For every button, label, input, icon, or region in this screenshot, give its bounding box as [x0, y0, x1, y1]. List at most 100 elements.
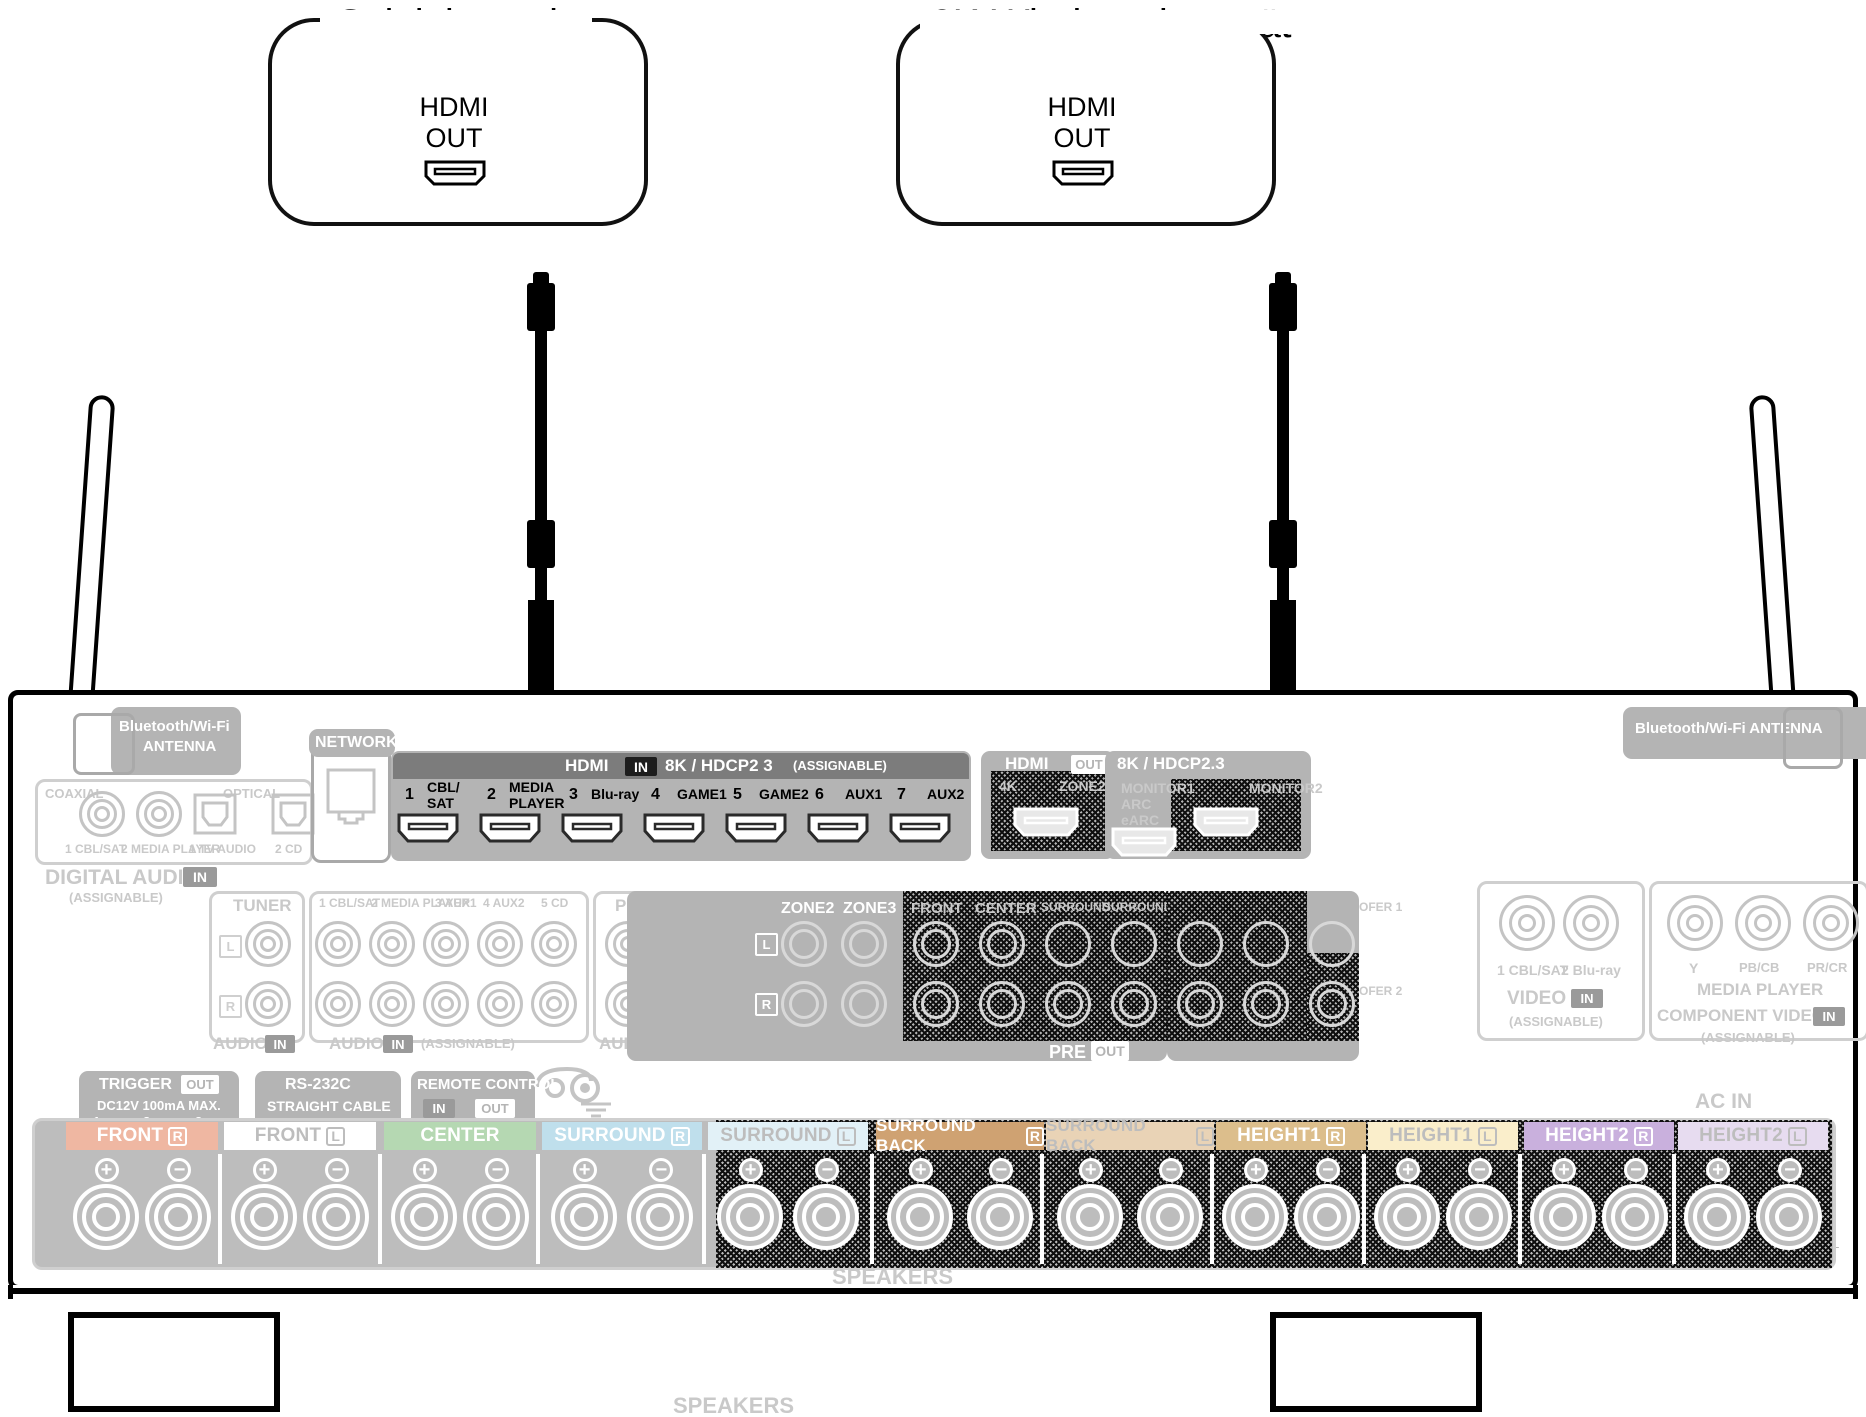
- speaker-binding-post-ring: [1231, 1193, 1279, 1241]
- antenna-right-jack: [1783, 707, 1843, 769]
- comp-video-jack-y-core: [1686, 914, 1704, 932]
- audio-in-assignable: (ASSIGNABLE): [421, 1036, 515, 1051]
- source-1-hdmi-label: HDMI: [419, 92, 489, 122]
- antenna-right-label: Bluetooth/Wi-Fi ANTENNA: [1635, 720, 1823, 737]
- speaker-binding-post-ring: [976, 1193, 1025, 1241]
- audio-in-jack-3r[interactable]: [423, 981, 469, 1027]
- speaker-binding-post-ring: [802, 1193, 851, 1241]
- speaker-binding-post-core: [812, 1203, 841, 1231]
- pre-out-sub1[interactable]: [1309, 921, 1355, 967]
- hdmi-socket-monitor2[interactable]: [1193, 807, 1259, 837]
- hdmi-port-name-5: AUX1: [845, 786, 883, 802]
- zone2-jack-r[interactable]: [781, 981, 827, 1027]
- zone2-label: ZONE2: [781, 900, 835, 917]
- pre-out-sb-r-ring: [1119, 989, 1149, 1019]
- antenna-left-label-2: ANTENNA: [143, 738, 217, 755]
- hdmi-port-num-5: 6: [815, 786, 824, 803]
- audio-in-jack-5r[interactable]: [531, 981, 577, 1027]
- audio-in-jack-3l[interactable]: [423, 921, 469, 967]
- pre-out-sb-l[interactable]: [1111, 921, 1157, 967]
- hdmi-socket-3[interactable]: [561, 813, 623, 843]
- signal-gnd-terminal[interactable]: [533, 1061, 603, 1105]
- audio-in-jack-1l[interactable]: [315, 921, 361, 967]
- tuner-jack-r[interactable]: [245, 981, 291, 1027]
- audio-in-title: AUDIO: [329, 1034, 384, 1053]
- coax-jack-2[interactable]: [136, 791, 182, 837]
- cable-1-plug-top-tip: [533, 272, 549, 288]
- hdmi-socket-4[interactable]: [643, 813, 705, 843]
- speaker-binding-post-core: [569, 1203, 598, 1231]
- audio-in-jack-5l[interactable]: [531, 921, 577, 967]
- pre-out-surround-l[interactable]: [1045, 921, 1091, 967]
- audio-in-ch-4: 5 CD: [541, 896, 569, 910]
- pre-out-sub2[interactable]: [1309, 981, 1355, 1027]
- hdmi-socket-monitor1[interactable]: [1111, 827, 1177, 857]
- audio-in-jack-2r[interactable]: [369, 981, 415, 1027]
- digital-jack-label-1: 2 MEDIA PLAYER: [121, 842, 221, 856]
- speaker-binding-post-ring: [239, 1193, 288, 1241]
- comp-video-jack-pb[interactable]: [1735, 895, 1791, 951]
- pre-out-h1-r[interactable]: [1177, 981, 1223, 1027]
- zone3-jack-l[interactable]: [841, 921, 887, 967]
- comp-video-jack-y[interactable]: [1667, 895, 1723, 951]
- speaker-divider: [870, 1154, 874, 1264]
- tuner-jack-l[interactable]: [245, 921, 291, 967]
- hdmi-port-name-3: GAME1: [677, 786, 727, 802]
- pre-out-front-l[interactable]: [913, 921, 959, 967]
- pre-out-center-2-r: [987, 989, 1017, 1019]
- speaker-binding-post-core: [249, 1203, 278, 1231]
- comp-video-jack-y-ring: [1677, 905, 1713, 941]
- source-1-title-mask: [320, 10, 592, 34]
- speaker-side-badge: R: [1025, 1126, 1044, 1146]
- speaker-binding-post-ring: [559, 1193, 608, 1241]
- audio-in-jack-1r[interactable]: [315, 981, 361, 1027]
- video-in-jack-2-core: [1582, 914, 1600, 932]
- speaker-post-minus-symbol: −: [1624, 1158, 1648, 1182]
- video-in-jack-label-1: 2 Blu-ray: [1561, 962, 1621, 978]
- pre-out-h1-l[interactable]: [1177, 921, 1223, 967]
- speaker-post-plus-symbol: +: [738, 1158, 763, 1182]
- comp-video-jack-pr[interactable]: [1803, 895, 1859, 951]
- hdmi-socket-zone2[interactable]: [1013, 807, 1079, 837]
- pre-out-h2-r[interactable]: [1243, 981, 1289, 1027]
- speaker-divider: [1362, 1154, 1366, 1264]
- hdmi-socket-6[interactable]: [807, 813, 869, 843]
- video-in-jack-1[interactable]: [1499, 895, 1555, 951]
- pre-out-center[interactable]: [979, 921, 1025, 967]
- audio-in-group: [309, 891, 589, 1043]
- hdmi-out-4k-tag: 4K: [999, 778, 1017, 794]
- pre-out-front-r[interactable]: [913, 981, 959, 1027]
- hdmi-socket-1[interactable]: [397, 813, 459, 843]
- hdmi-socket-7[interactable]: [889, 813, 951, 843]
- speaker-post-plus-symbol: +: [572, 1158, 597, 1182]
- ethernet-jack[interactable]: [325, 767, 377, 825]
- speaker-side-badge: L: [836, 1126, 856, 1146]
- hdmi-socket-2[interactable]: [479, 813, 541, 843]
- hdmi-port-num-0: 1: [405, 786, 414, 803]
- pre-out-sb-r[interactable]: [1111, 981, 1157, 1027]
- pre-out-label-center: CENTER: [975, 900, 1037, 917]
- cable-2-plug-top-tip: [1275, 272, 1291, 288]
- speaker-binding-post-core: [1075, 1203, 1104, 1231]
- video-in-jack-2[interactable]: [1563, 895, 1619, 951]
- audio-in-jack-3r-c: [438, 996, 454, 1012]
- zone2-jack-l[interactable]: [781, 921, 827, 967]
- audio-in-jack-4r[interactable]: [477, 981, 523, 1027]
- audio-in-jack-4l[interactable]: [477, 921, 523, 967]
- zone3-jack-r[interactable]: [841, 981, 887, 1027]
- coax-jack-1[interactable]: [79, 791, 125, 837]
- pre-out-h2-l[interactable]: [1243, 921, 1289, 967]
- speaker-binding-post-core: [646, 1203, 675, 1231]
- pre-out-label-front: FRONT: [911, 900, 963, 917]
- audio-in-jack-2l[interactable]: [369, 921, 415, 967]
- speaker-binding-post-core: [1465, 1203, 1493, 1231]
- pre-out-center-r: [987, 929, 1017, 959]
- pre-out-center-2[interactable]: [979, 981, 1025, 1027]
- optical-jack-2[interactable]: [271, 793, 315, 835]
- pre-out-surround-r[interactable]: [1045, 981, 1091, 1027]
- zone3-label: ZONE3: [843, 900, 897, 917]
- hdmi-socket-5[interactable]: [725, 813, 787, 843]
- optical-jack-1[interactable]: [193, 793, 237, 835]
